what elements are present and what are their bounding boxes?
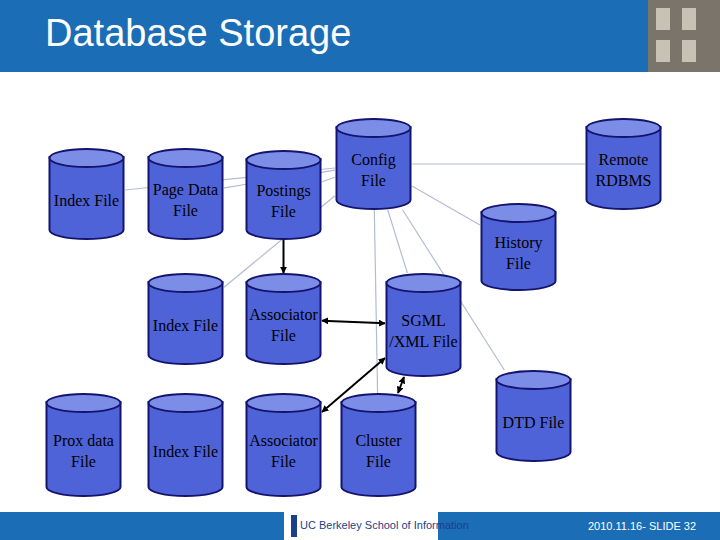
cylinder-body [497, 379, 571, 461]
cylinder-top [247, 151, 321, 169]
storage-cylinder: Associator File [245, 273, 322, 365]
config-link [412, 163, 585, 164]
storage-cylinder: Associator File [245, 393, 322, 497]
node-text-area: Page Data File [149, 166, 222, 234]
storage-cylinder: DTD File [495, 370, 572, 462]
node-text-area: Cluster File [342, 411, 415, 491]
cylinder-top [342, 394, 416, 412]
photo-window [682, 40, 696, 62]
node-text-area: Index File [50, 166, 123, 234]
node-text-area: Index File [149, 411, 222, 491]
logo-text: UC Berkeley School of Information [300, 519, 469, 531]
node-text-area: Prox data File [47, 411, 120, 491]
cylinder-top [337, 119, 411, 137]
cylinder-top [50, 149, 124, 167]
node-label: Associator File [247, 304, 320, 346]
storage-cylinder: Index File [48, 148, 125, 240]
storage-cylinder: Prox data File [45, 393, 122, 497]
cylinder-body [149, 282, 223, 364]
header-band [0, 0, 720, 72]
photo-window [682, 8, 696, 30]
cylinder-top [587, 119, 661, 137]
logo-mark [291, 515, 297, 537]
photo-window [656, 40, 670, 62]
config-link [412, 186, 480, 225]
node-text-area: Remote RDBMS [587, 136, 660, 204]
node-text-area: Index File [149, 291, 222, 359]
node-label: Cluster File [342, 430, 415, 472]
node-label: Index File [54, 190, 119, 211]
node-label: History File [482, 232, 555, 274]
node-text-area: Postings File [247, 168, 320, 234]
node-text-area: Associator File [247, 411, 320, 491]
cylinder-top [47, 394, 121, 412]
node-text-area: History File [482, 221, 555, 285]
cylinder-top [497, 371, 571, 389]
node-label: Index File [153, 441, 218, 462]
slide-number: 2010.11.16- SLIDE 32 [588, 520, 696, 532]
storage-cylinder: Index File [147, 393, 224, 497]
node-text-area: Config File [337, 136, 410, 204]
cylinder-top [149, 149, 223, 167]
cylinder-body [247, 282, 321, 364]
config-link [322, 177, 335, 181]
cylinder-body [247, 402, 321, 496]
cylinder-body [47, 402, 121, 496]
cylinder-top [149, 394, 223, 412]
cylinder-body [587, 127, 661, 209]
node-label: DTD File [503, 412, 565, 433]
storage-cylinder: Remote RDBMS [585, 118, 662, 210]
storage-cylinder: SGML /XML File [385, 273, 462, 377]
cylinder-body [50, 157, 124, 239]
slide-title: Database Storage [45, 12, 351, 55]
node-label: Remote RDBMS [587, 149, 660, 191]
storage-cylinder: Cluster File [340, 393, 417, 497]
storage-cylinder: Page Data File [147, 148, 224, 240]
cylinder-body [149, 157, 223, 239]
cylinder-body [337, 127, 411, 209]
footer-band [0, 512, 720, 540]
node-text-area: SGML /XML File [387, 291, 460, 371]
cylinder-top [247, 274, 321, 292]
cylinder-body [387, 282, 461, 376]
data-arrow [283, 240, 285, 273]
storage-cylinder: History File [480, 203, 557, 291]
node-label: Postings File [247, 180, 320, 222]
storage-cylinder: Postings File [245, 150, 322, 240]
cylinder-top [149, 274, 223, 292]
node-text-area: Associator File [247, 291, 320, 359]
header-photo [648, 0, 720, 72]
node-label: Page Data File [149, 179, 222, 221]
data-arrow [398, 377, 404, 393]
node-label: SGML /XML File [387, 310, 460, 352]
node-label: Prox data File [47, 430, 120, 472]
cylinder-top [387, 274, 461, 292]
cylinder-top [247, 394, 321, 412]
node-label: Index File [153, 315, 218, 336]
cylinder-body [149, 402, 223, 496]
config-link [388, 210, 408, 273]
node-text-area: DTD File [497, 388, 570, 456]
node-label: Config File [337, 149, 410, 191]
data-arrow [322, 321, 385, 324]
cylinder-body [342, 402, 416, 496]
cylinder-top [482, 204, 556, 222]
cylinder-body [247, 159, 321, 239]
cylinder-body [482, 212, 556, 290]
storage-cylinder: Index File [147, 273, 224, 365]
storage-cylinder: Config File [335, 118, 412, 210]
node-label: Associator File [247, 430, 320, 472]
photo-window [656, 8, 670, 30]
